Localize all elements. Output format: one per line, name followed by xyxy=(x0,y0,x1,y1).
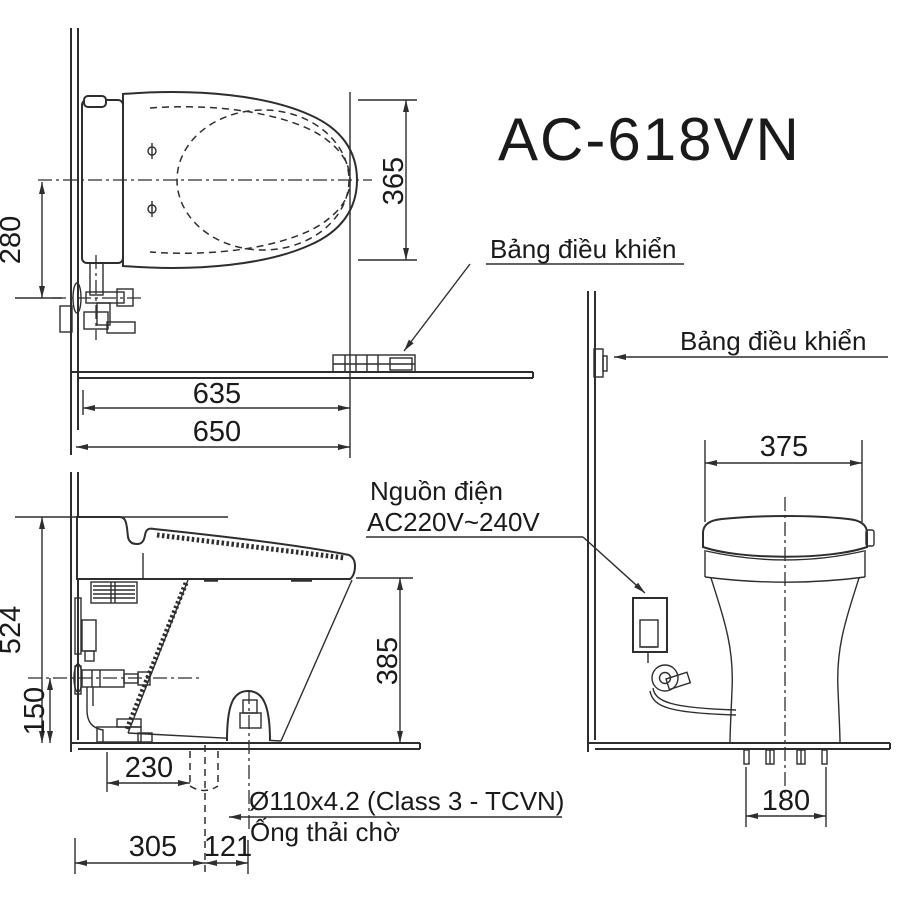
lid-rear xyxy=(702,515,868,558)
toilet-plan xyxy=(38,91,372,269)
dim-total-depth: 650 xyxy=(193,416,241,448)
control-panel-plan xyxy=(332,354,416,373)
power-source-line2: AC220V~240V xyxy=(367,507,540,537)
drain-pipe-name: Ống thải chờ xyxy=(250,817,400,847)
pedestal-right-edge xyxy=(837,577,860,744)
rear-view-dimensions: 375 180 xyxy=(704,431,863,827)
rear-view: Bảng điều khiển xyxy=(587,291,891,827)
top-view-dimensions: 365 280 635 650 xyxy=(0,92,417,458)
power-cord xyxy=(652,687,737,711)
dim-depth-to-front: 635 xyxy=(193,378,241,410)
bowl-rear xyxy=(702,497,875,793)
drain-pipe-spec: Ø110x4.2 (Class 3 - TCVN) xyxy=(249,786,564,816)
cord-loop xyxy=(651,664,679,692)
supply-plumbing-plan xyxy=(52,255,142,340)
lid-tab xyxy=(865,529,875,547)
dim-pipe-run: 305 xyxy=(129,831,177,863)
leader-line xyxy=(403,263,471,352)
control-panel-rear: Bảng điều khiển xyxy=(593,326,888,378)
dim-body-width: 375 xyxy=(760,431,808,463)
power-source-line1: Nguồn điện xyxy=(370,476,503,506)
floor-bolts xyxy=(743,749,828,765)
dim-bowl-height: 385 xyxy=(372,637,404,685)
dim-supply-offset: 280 xyxy=(0,216,27,264)
side-view: 524 150 385 230 305 121 Ø110x4.2 (Class … xyxy=(0,472,646,876)
control-panel-rear-label: Bảng điều khiển xyxy=(680,326,866,356)
top-view: 365 280 635 650 Bảng điều khiển xyxy=(0,28,684,458)
leader-line xyxy=(582,536,646,594)
cord-clamp xyxy=(665,671,692,691)
top-view-wall xyxy=(70,28,534,455)
dim-pipe-extra: 121 xyxy=(204,831,252,863)
dim-seat-width: 365 xyxy=(378,157,410,205)
drain-pipe-callout: Ø110x4.2 (Class 3 - TCVN) Ống thải chờ xyxy=(229,786,564,847)
drain-pipe-hidden xyxy=(189,745,219,876)
dim-valve-height: 150 xyxy=(19,687,51,735)
power-outlet xyxy=(632,597,737,716)
pedestal-left-edge xyxy=(710,577,733,744)
control-panel-label: Bảng điều khiển xyxy=(490,234,676,264)
power-source-callout: Nguồn điện AC220V~240V xyxy=(366,476,646,594)
model-title: AC-618VN xyxy=(498,106,801,173)
vent-grille xyxy=(90,581,138,604)
seat-lid-side xyxy=(76,516,357,582)
pedestal-side xyxy=(124,579,353,832)
rear-view-wall-floor xyxy=(587,291,891,752)
dim-total-height: 524 xyxy=(0,606,27,654)
tank-cap xyxy=(83,95,107,108)
dim-drain-from-wall: 230 xyxy=(125,752,173,784)
side-view-dimensions: 524 150 385 230 305 121 xyxy=(0,516,413,874)
control-panel-callout: Bảng điều khiển xyxy=(403,234,684,352)
dim-bolt-span: 180 xyxy=(762,785,810,817)
outlet-box xyxy=(632,597,668,653)
tank-block xyxy=(81,99,124,264)
